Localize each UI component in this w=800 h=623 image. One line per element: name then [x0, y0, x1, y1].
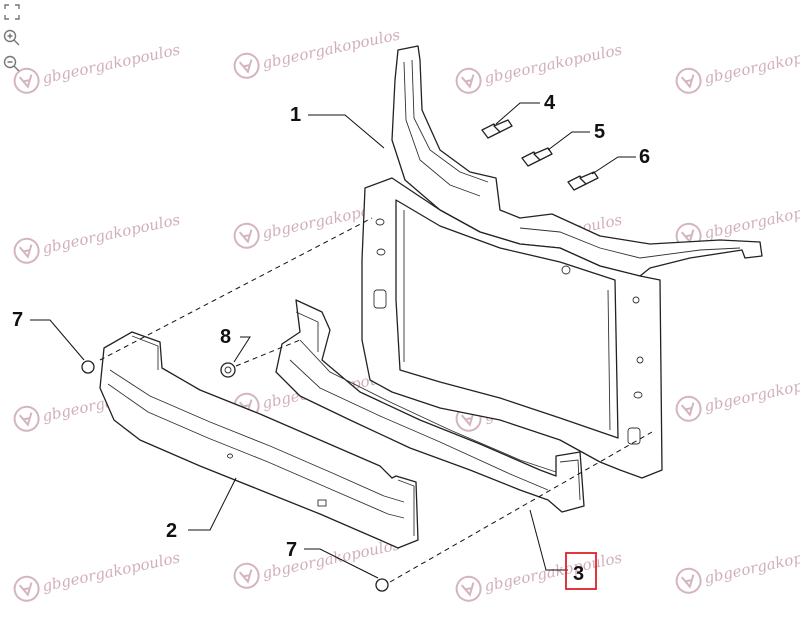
part-nut-7-lower — [375, 578, 389, 592]
watermark-text: gbgeorgakopoulos — [41, 210, 182, 257]
gb-logo-icon: gbgeorgakopoulos — [675, 540, 800, 594]
watermark-text: gbgeorgakopoulos — [483, 40, 624, 87]
callout-5[interactable]: 5 — [594, 121, 605, 143]
part-bumper-beam — [99, 331, 419, 549]
watermark-text: gbgeorgakopoulos — [261, 535, 402, 582]
watermark-text: gbgeorgakopoulos — [41, 548, 182, 595]
viewer-toolbar — [2, 2, 24, 80]
zoom-in-icon[interactable] — [2, 28, 22, 48]
part-front-panel — [361, 45, 763, 479]
part-bolt-5 — [521, 147, 553, 167]
watermark-text: gbgeorgakopoulos — [703, 540, 800, 587]
gb-logo-icon: gbgeorgakopoulos — [13, 40, 182, 94]
callout-1[interactable]: 1 — [290, 104, 301, 126]
part-bolt-6 — [567, 171, 599, 191]
gb-logo-icon: gbgeorgakopoulos — [455, 40, 624, 94]
zoom-out-icon[interactable] — [2, 54, 22, 74]
gb-logo-icon: gbgeorgakopoulos — [13, 548, 182, 602]
gb-logo-icon: gbgeorgakopoulos — [13, 210, 182, 264]
gb-logo-icon: gbgeorgakopoulos — [455, 548, 624, 602]
watermark-text: gbgeorgakopoulos — [41, 40, 182, 87]
watermark-text: gbgeorgakopoulos — [703, 195, 800, 242]
gb-logo-icon: gbgeorgakopoulos — [233, 25, 402, 79]
part-clip-8 — [220, 362, 236, 378]
callout-6[interactable]: 6 — [639, 146, 650, 168]
callout-7-lower[interactable]: 7 — [286, 539, 297, 561]
gb-logo-icon: gbgeorgakopoulos — [675, 40, 800, 94]
part-reinforcement-bar — [275, 299, 585, 513]
part-nut-7-upper — [81, 360, 95, 374]
callout-2[interactable]: 2 — [166, 520, 177, 542]
gb-logo-icon: gbgeorgakopoulos — [675, 368, 800, 422]
part-bolt-4 — [481, 119, 513, 139]
fit-screen-icon[interactable] — [2, 2, 22, 22]
watermark-text: gbgeorgakopoulos — [261, 25, 402, 72]
leader-lines — [30, 102, 636, 579]
callout-4[interactable]: 4 — [544, 92, 556, 114]
callout-7-upper[interactable]: 7 — [12, 309, 23, 331]
watermark-text: gbgeorgakopoulos — [483, 548, 624, 595]
callout-3[interactable]: 3 — [573, 563, 584, 585]
callout-8[interactable]: 8 — [220, 326, 231, 348]
callout-3-highlight-box — [565, 552, 597, 590]
callout-labels: 1 2 3 4 5 6 7 7 8 — [12, 92, 650, 590]
watermark-text: gbgeorgakopoulos — [703, 40, 800, 87]
assembly-lines — [99, 217, 653, 583]
watermark-text: gbgeorgakopoulos — [703, 368, 800, 415]
